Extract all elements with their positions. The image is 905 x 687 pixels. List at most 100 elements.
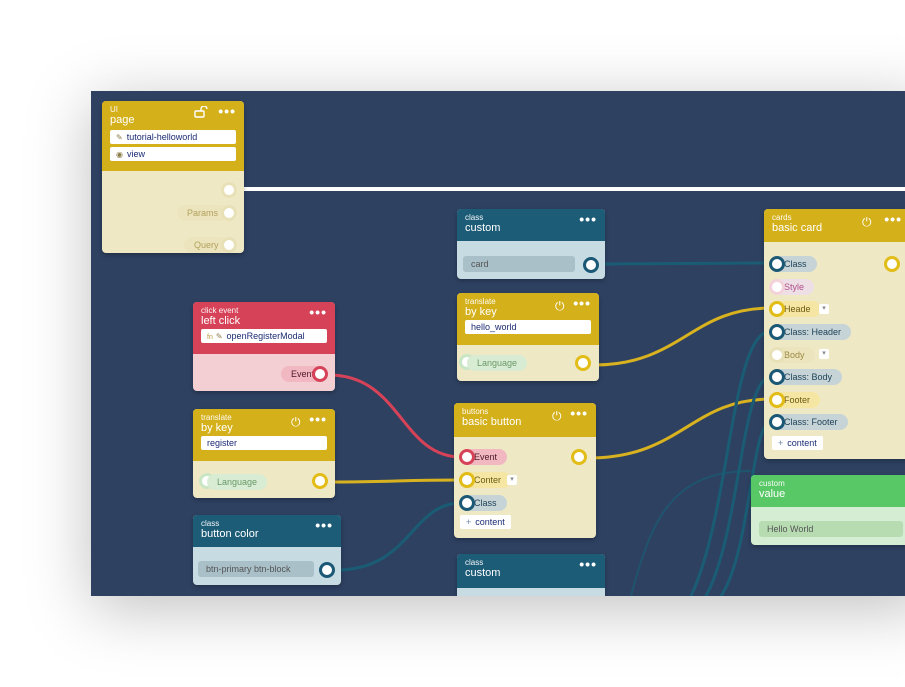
function-field[interactable]: fn✎openRegisterModal [201,329,327,343]
page-view-field[interactable]: ◉view [110,147,236,161]
class-footer-input-port[interactable] [769,414,785,430]
params-label: Params [177,205,229,221]
click-event-node[interactable]: click event left click ••• fn✎openRegist… [193,302,335,391]
event-output-port[interactable] [312,366,328,382]
node-title: custom [465,567,501,579]
node-title: basic button [462,416,522,428]
class-custom-node-2[interactable]: class custom ••• [457,554,605,596]
more-icon[interactable]: ••• [309,304,327,320]
chevron-down-icon[interactable]: ▾ [507,475,517,485]
eye-icon: ◉ [116,150,123,159]
plus-icon: + [778,438,784,448]
header-input-port[interactable] [769,301,785,317]
more-icon[interactable]: ••• [573,295,591,311]
class-label: Class [774,256,817,272]
pencil-icon: ✎ [116,133,123,142]
node-title: by key [465,306,497,318]
wire-to-card-class-body [704,375,772,596]
lock-icon[interactable] [194,106,208,118]
node-category: custom [759,479,785,488]
class-value-box[interactable]: card [463,256,575,272]
wire-class-card-to-card-class [599,261,772,266]
class-input-port[interactable] [769,256,785,272]
translation-output-port[interactable] [575,355,591,371]
wire-value-to-card [630,470,752,596]
chevron-down-icon[interactable]: ▾ [819,304,829,314]
wire-register-to-button-content [328,478,462,484]
node-category: UI [110,105,118,114]
node-category: class [201,519,220,528]
class-button-color-node[interactable]: class button color ••• btn-primary btn-b… [193,515,341,585]
class-value-box[interactable]: btn-primary btn-block [198,561,314,577]
class-custom-node[interactable]: class custom ••• card [457,209,605,279]
more-icon[interactable]: ••• [315,517,333,533]
plug-icon[interactable]: ⏻ [291,415,301,429]
node-category: translate [465,297,496,306]
event-label: Event [464,449,508,465]
wire-button-to-card-footer [588,397,772,460]
body-input-port[interactable] [769,347,785,363]
plus-icon: + [466,517,472,527]
card-output-port[interactable] [884,256,900,272]
page-name-field[interactable]: ✎tutorial-helloworld [110,130,236,144]
query-port[interactable] [221,237,237,253]
node-title: left click [201,315,241,327]
custom-value-node[interactable]: custom value Hello World [751,475,905,545]
add-content-button[interactable]: +content [460,515,511,529]
plug-icon[interactable]: ⏻ [552,409,562,423]
translate-hello-node[interactable]: translate by key ⏻ ••• hello_world Langu… [457,293,599,381]
button-output-port[interactable] [571,449,587,465]
node-category: buttons [462,407,489,416]
more-icon[interactable]: ••• [570,405,588,421]
header-label: Heade [774,301,821,317]
add-content-button[interactable]: +content [772,436,823,450]
ui-page-node[interactable]: UI page ••• ✎tutorial-helloworld ◉view P… [102,101,244,253]
language-label: Language [207,474,268,490]
node-editor-canvas[interactable]: UI page ••• ✎tutorial-helloworld ◉view P… [91,91,905,596]
content-input-port[interactable] [459,472,475,488]
query-label: Query [184,237,229,253]
footer-label: Footer [774,392,821,408]
more-icon[interactable]: ••• [309,411,327,427]
basic-card-node[interactable]: cards basic card ⏻ ••• Class Style Heade… [764,209,905,459]
basic-button-node[interactable]: buttons basic button ⏻ ••• Event Conter … [454,403,596,538]
more-icon[interactable]: ••• [579,211,597,227]
node-title: by key [201,422,233,434]
event-input-port[interactable] [459,449,475,465]
class-header-input-port[interactable] [769,324,785,340]
more-icon[interactable]: ••• [579,556,597,572]
pencil-icon: ✎ [215,332,223,341]
wire-click-to-button-event [328,373,462,459]
more-icon[interactable]: ••• [884,211,902,227]
custom-value-box[interactable]: Hello World [759,521,903,537]
translate-register-node[interactable]: translate by key ⏻ ••• register Language [193,409,335,498]
class-output-port[interactable] [583,257,599,273]
node-category: class [465,558,484,567]
chevron-down-icon[interactable]: ▾ [819,349,829,359]
class-input-port[interactable] [459,495,475,511]
node-title: custom [465,222,501,234]
language-label: Language [467,355,528,371]
wire-hello-to-card-header [593,306,772,367]
params-port[interactable] [221,205,237,221]
class-output-port[interactable] [319,562,335,578]
class-body-label: Class: Body [774,369,843,385]
plug-icon[interactable]: ⏻ [555,299,565,313]
node-title: basic card [772,222,823,234]
node-category: translate [201,413,232,422]
node-title: button color [201,528,259,540]
translation-key-field[interactable]: register [201,436,327,450]
plug-icon[interactable]: ⏻ [862,215,872,229]
translation-output-port[interactable] [312,473,328,489]
node-category: cards [772,213,792,222]
node-category: click event [201,306,239,315]
node-title: value [759,488,786,500]
translation-key-field[interactable]: hello_world [465,320,591,334]
style-input-port[interactable] [769,279,785,295]
footer-input-port[interactable] [769,392,785,408]
node-category: class [465,213,484,222]
more-icon[interactable]: ••• [218,103,236,119]
class-footer-label: Class: Footer [774,414,848,430]
page-output-port[interactable] [221,182,237,198]
class-body-input-port[interactable] [769,369,785,385]
